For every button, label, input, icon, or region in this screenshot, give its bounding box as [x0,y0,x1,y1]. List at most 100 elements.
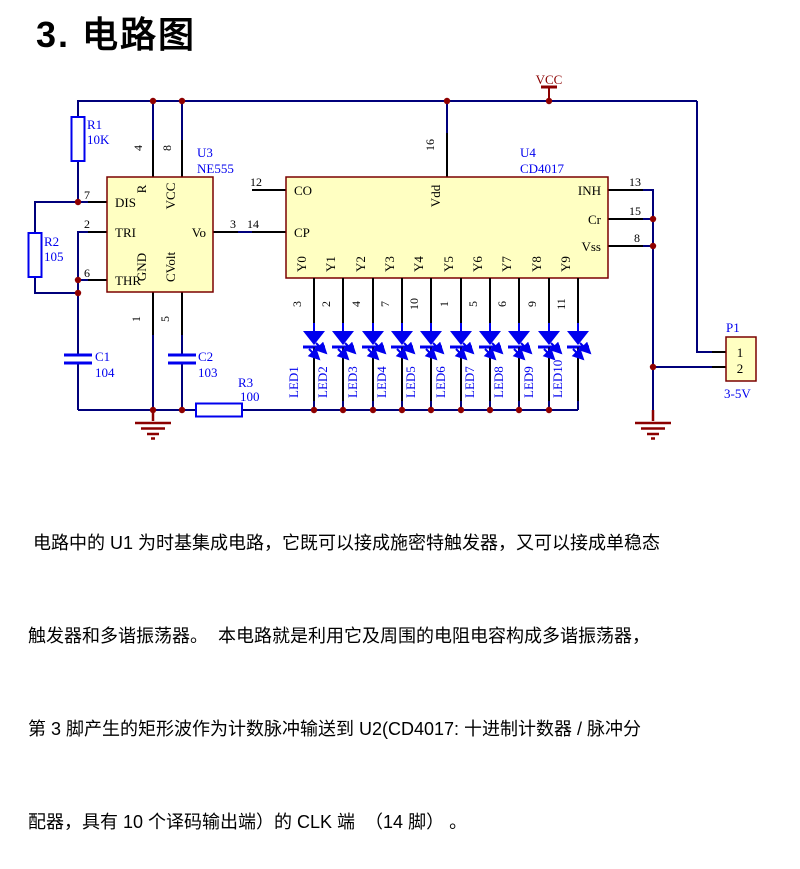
cd4017-y5-label: Y5 [441,256,456,272]
ne555-pin-tri: TRI [115,225,136,240]
vcc-symbol: VCC [536,72,563,101]
ic-ne555: U3 NE555 DIS TRI THR Vo R VCC GND CVolt … [84,145,236,322]
ne555-num-4: 4 [131,145,145,151]
led-7-label: LED7 [462,366,477,398]
pin-stubs [88,133,726,368]
cd4017-y2-label: Y2 [353,256,368,272]
cd4017-y6-num: 5 [466,301,480,307]
cd4017-y9-num: 11 [554,298,568,310]
p1-pin2: 2 [737,361,744,376]
cd4017-y6-label: Y6 [470,256,485,272]
ground-symbol-right [635,410,671,440]
c1-value: 104 [95,365,115,380]
cd4017-pin-co: CO [294,183,312,198]
led-10: LED10 [550,278,590,410]
cd4017-pin-cp: CP [294,225,310,240]
ne555-ref: U3 [197,145,213,160]
led-5: LED5 [403,278,443,410]
cd4017-pin-inh: INH [578,183,601,198]
cd4017-num-13: 13 [629,175,641,189]
resistor-r1: R1 10K [70,116,110,162]
cd4017-y1-num: 2 [319,301,333,307]
ne555-num-6: 6 [84,266,90,280]
ne555-num-7: 7 [84,188,90,202]
ic-cd4017: U4 CD4017 CO CP Vdd INH Cr Vss 12 14 16 … [247,139,641,310]
led-6-label: LED6 [433,366,448,398]
led-4: LED4 [374,278,414,410]
led-2-label: LED2 [315,366,330,398]
vcc-label: VCC [536,72,563,87]
cd4017-y4-num: 10 [407,298,421,310]
cd4017-y5-num: 1 [437,301,451,307]
junction-dots [74,97,657,414]
ground-symbol-left [135,410,171,440]
ne555-num-1: 1 [129,316,143,322]
ne555-pin-vcc: VCC [163,183,178,210]
cd4017-num-16: 16 [423,139,437,151]
cd4017-pin-vss: Vss [581,239,601,254]
cd4017-y8-label: Y8 [529,256,544,272]
c2-value: 103 [198,365,218,380]
led-6: LED6 [433,278,473,410]
ne555-pin-dis: DIS [115,195,136,210]
cd4017-y1-label: Y1 [323,256,338,272]
cd4017-body [285,176,609,279]
capacitor-c1: C1 104 [64,349,115,380]
circuit-diagram: VCC U3 NE555 DIS TRI THR Vo R VCC GND CV… [27,72,757,440]
led-5-label: LED5 [403,366,418,398]
cd4017-y3-num: 7 [378,301,392,307]
cd4017-y2-num: 4 [349,301,363,307]
ne555-pin-r: R [134,184,149,193]
ne555-pin-cvolt: CVolt [163,252,178,282]
led-4-label: LED4 [374,366,389,398]
description-line-1: 电路中的 U1 为时基集成电路，它既可以接成施密特触发器，又可以接成单稳态 [28,533,661,553]
p1-note: 3-5V [724,386,751,401]
ne555-num-3: 3 [230,217,236,231]
led-1-label: LED1 [286,366,301,398]
r2-ref: R2 [44,234,59,249]
description-line-2: 触发器和多谐振荡器。 本电路就是利用它及周围的电阻电容构成多谐振荡器， [28,626,650,646]
cd4017-num-14: 14 [247,217,259,231]
ne555-body [106,176,214,293]
connector-p1: P1 1 2 3-5V [724,320,757,401]
description-line-3: 第 3 脚产生的矩形波作为计数脉冲输送到 U2(CD4017: 十进制计数器 /… [28,719,642,739]
c2-ref: C2 [198,349,213,364]
ne555-pin-gnd: GND [134,253,149,281]
cd4017-y0-label: Y0 [294,256,309,272]
led-9: LED9 [521,278,561,410]
resistor-r2: R2 105 [27,232,64,278]
capacitor-c2: C2 103 [168,349,218,380]
ne555-pin-vo: Vo [192,225,206,240]
cd4017-y3-label: Y3 [382,256,397,272]
cd4017-y7-num: 6 [495,301,509,307]
cd4017-num-8: 8 [634,231,640,245]
led-8-label: LED8 [491,366,506,398]
led-3: LED3 [345,278,385,410]
led-9-label: LED9 [521,366,536,398]
cd4017-num-15: 15 [629,204,641,218]
cd4017-y0-num: 3 [290,301,304,307]
cd4017-y4-label: Y4 [411,256,426,272]
c1-ref: C1 [95,349,110,364]
r1-value: 10K [87,132,110,147]
led-10-label: LED10 [550,360,565,398]
page-title: 3. 电路图 [36,14,197,55]
r2-value: 105 [44,249,64,264]
resistor-r3: R3 100 [195,375,260,418]
led-1: LED1 [286,278,326,410]
cd4017-num-12: 12 [250,175,262,189]
cd4017-pin-cr: Cr [588,212,602,227]
cd4017-part: CD4017 [520,161,565,176]
description-line-4: 配器，具有 10 个译码输出端）的 CLK 端 （14 脚） 。 [28,812,468,832]
r3-ref: R3 [238,375,253,390]
led-8: LED8 [491,278,531,410]
p1-body [725,336,757,382]
p1-ref: P1 [726,320,740,335]
led-array: LED1 LED2 LED3 LED4 LED5 LED6 LED7 LED8 [286,278,590,410]
r3-value: 100 [240,389,260,404]
led-7: LED7 [462,278,502,410]
description: 电路中的 U1 为时基集成电路，它既可以接成施密特触发器，又可以接成单稳态 触发… [28,466,780,869]
cd4017-pin-vdd: Vdd [428,184,443,207]
ne555-pin-thr: THR [115,273,141,288]
r1-ref: R1 [87,117,102,132]
